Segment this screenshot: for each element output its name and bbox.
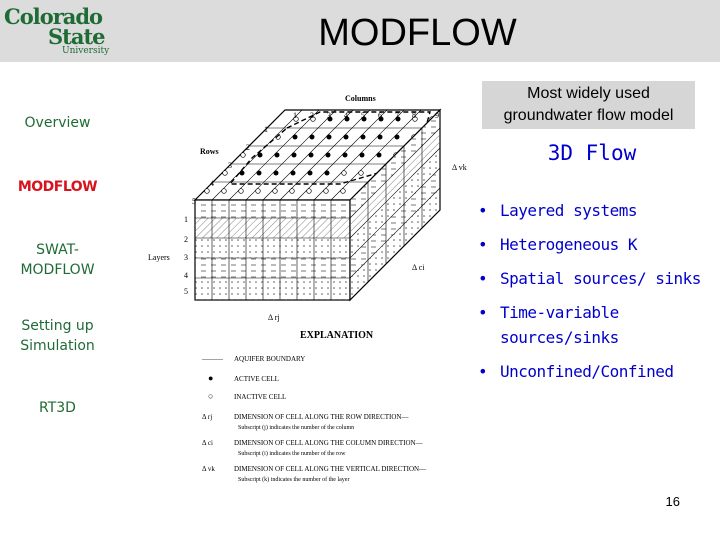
legend-subtext: Subscript (i) indicates the number of th…: [238, 450, 346, 457]
column-number: 1: [293, 111, 297, 120]
legend-symbol: ○: [208, 391, 213, 401]
grid-front-face: [194, 199, 351, 301]
nav-item-modflow[interactable]: MODFLOW: [17, 179, 98, 195]
row-number: 1: [264, 125, 268, 134]
tagline-box: Most widely used groundwater flow model: [482, 81, 695, 129]
legend-symbol: ———: [201, 355, 224, 363]
legend-text: AQUIFER BOUNDARY: [234, 355, 305, 363]
bullet-text: Layered systems: [500, 201, 638, 220]
column-number: 9: [435, 111, 439, 120]
bullet-icon: •: [478, 235, 488, 254]
columns-label: Columns: [345, 94, 376, 103]
bullet-item: • Unconfined/Confined: [478, 359, 708, 384]
bullet-text: Heterogeneous K: [500, 235, 638, 254]
column-number: 8: [412, 111, 416, 120]
column-number: 7: [395, 111, 399, 120]
dimension-row-label: Δ rj: [268, 313, 280, 322]
layer-number: 2: [184, 235, 188, 244]
legend-subtext: Subscript (k) indicates the number of th…: [238, 476, 349, 483]
bullet-icon: •: [478, 362, 488, 381]
legend-text: DIMENSION OF CELL ALONG THE ROW DIRECTIO…: [234, 413, 409, 421]
layer-number: 4: [184, 271, 188, 280]
page-title: MODFLOW: [318, 12, 517, 54]
page-number: 16: [665, 494, 680, 509]
nav-item-rt3d[interactable]: RT3D: [39, 400, 76, 416]
bullet-text: Time-variable sources/sinks: [500, 303, 619, 347]
column-number: 6: [378, 111, 382, 120]
bullet-icon: •: [478, 201, 488, 220]
row-number: 4: [210, 179, 214, 188]
bullet-item: • Time-variable sources/sinks: [478, 300, 650, 350]
column-number: 4: [344, 111, 348, 120]
legend-text: ACTIVE CELL: [234, 375, 279, 383]
logo-text-colorado: Colorado: [4, 4, 103, 29]
layers-label: Layers: [148, 253, 170, 262]
legend-text: INACTIVE CELL: [234, 393, 286, 401]
grid-side-face: [349, 108, 441, 302]
rows-label: Rows: [200, 147, 219, 156]
bullet-icon: •: [478, 269, 488, 288]
row-numbers: 1 2 3 4 5: [192, 125, 268, 206]
layer-number: 3: [184, 253, 188, 262]
row-number: 3: [228, 161, 232, 170]
legend-symbol: ●: [208, 373, 213, 383]
nav-item-overview[interactable]: Overview: [24, 115, 91, 131]
bullet-item: • Heterogeneous K: [478, 232, 708, 257]
layer-number: 1: [184, 215, 188, 224]
header-bar: [115, 0, 720, 62]
legend-symbol: Δ ci: [202, 439, 213, 447]
nav-item-setting-up-simulation[interactable]: Setting up Simulation: [20, 318, 95, 354]
bullet-icon: •: [478, 303, 488, 322]
tagline-text: Most widely used groundwater flow model: [503, 85, 674, 124]
right-margin: [698, 62, 720, 540]
layer-number: 5: [184, 287, 188, 296]
legend-subtext: Subscript (j) indicates the number of th…: [238, 424, 354, 431]
layer-numbers: 1 2 3 4 5: [184, 215, 188, 296]
dimension-column-label: Δ ci: [412, 263, 425, 272]
column-numbers: 1 2 3 4 5 6 7 8 9: [293, 111, 439, 120]
legend-symbol: Δ vk: [202, 465, 215, 473]
explanation-title: EXPLANATION: [300, 330, 374, 341]
row-number: 2: [246, 143, 250, 152]
row-number: 5: [192, 197, 196, 206]
dimension-vertical-label: Δ vk: [452, 163, 467, 172]
bullet-item: • Spatial sources/ sinks: [478, 266, 708, 291]
legend-symbol: Δ rj: [202, 413, 212, 421]
legend-text: DIMENSION OF CELL ALONG THE COLUMN DIREC…: [234, 439, 424, 447]
bullet-text: Spatial sources/ sinks: [500, 269, 701, 288]
bullet-text: Unconfined/Confined: [500, 362, 674, 381]
legend-text: DIMENSION OF CELL ALONG THE VERTICAL DIR…: [234, 465, 427, 473]
column-number: 5: [361, 111, 365, 120]
diagram-legend: ——— AQUIFER BOUNDARY ● ACTIVE CELL ○ INA…: [201, 355, 427, 483]
university-logo: Colorado State University: [0, 0, 115, 62]
section-subtitle: 3D Flow: [547, 141, 637, 165]
column-number: 3: [327, 111, 331, 120]
bullet-list: • Layered systems • Heterogeneous K • Spati…: [478, 198, 708, 384]
logo-text-state: State: [48, 24, 106, 49]
bullet-item: • Layered systems: [478, 198, 708, 223]
modflow-grid-diagram: Columns 1 2 3 4 5 6 7 8 9 Rows 1 2 3 4 5…: [148, 94, 467, 483]
logo-text-university: University: [62, 46, 110, 56]
nav-item-swat-modflow[interactable]: SWAT-MODFLOW: [20, 242, 95, 278]
column-number: 2: [310, 111, 314, 120]
nav-panel: [0, 62, 115, 540]
